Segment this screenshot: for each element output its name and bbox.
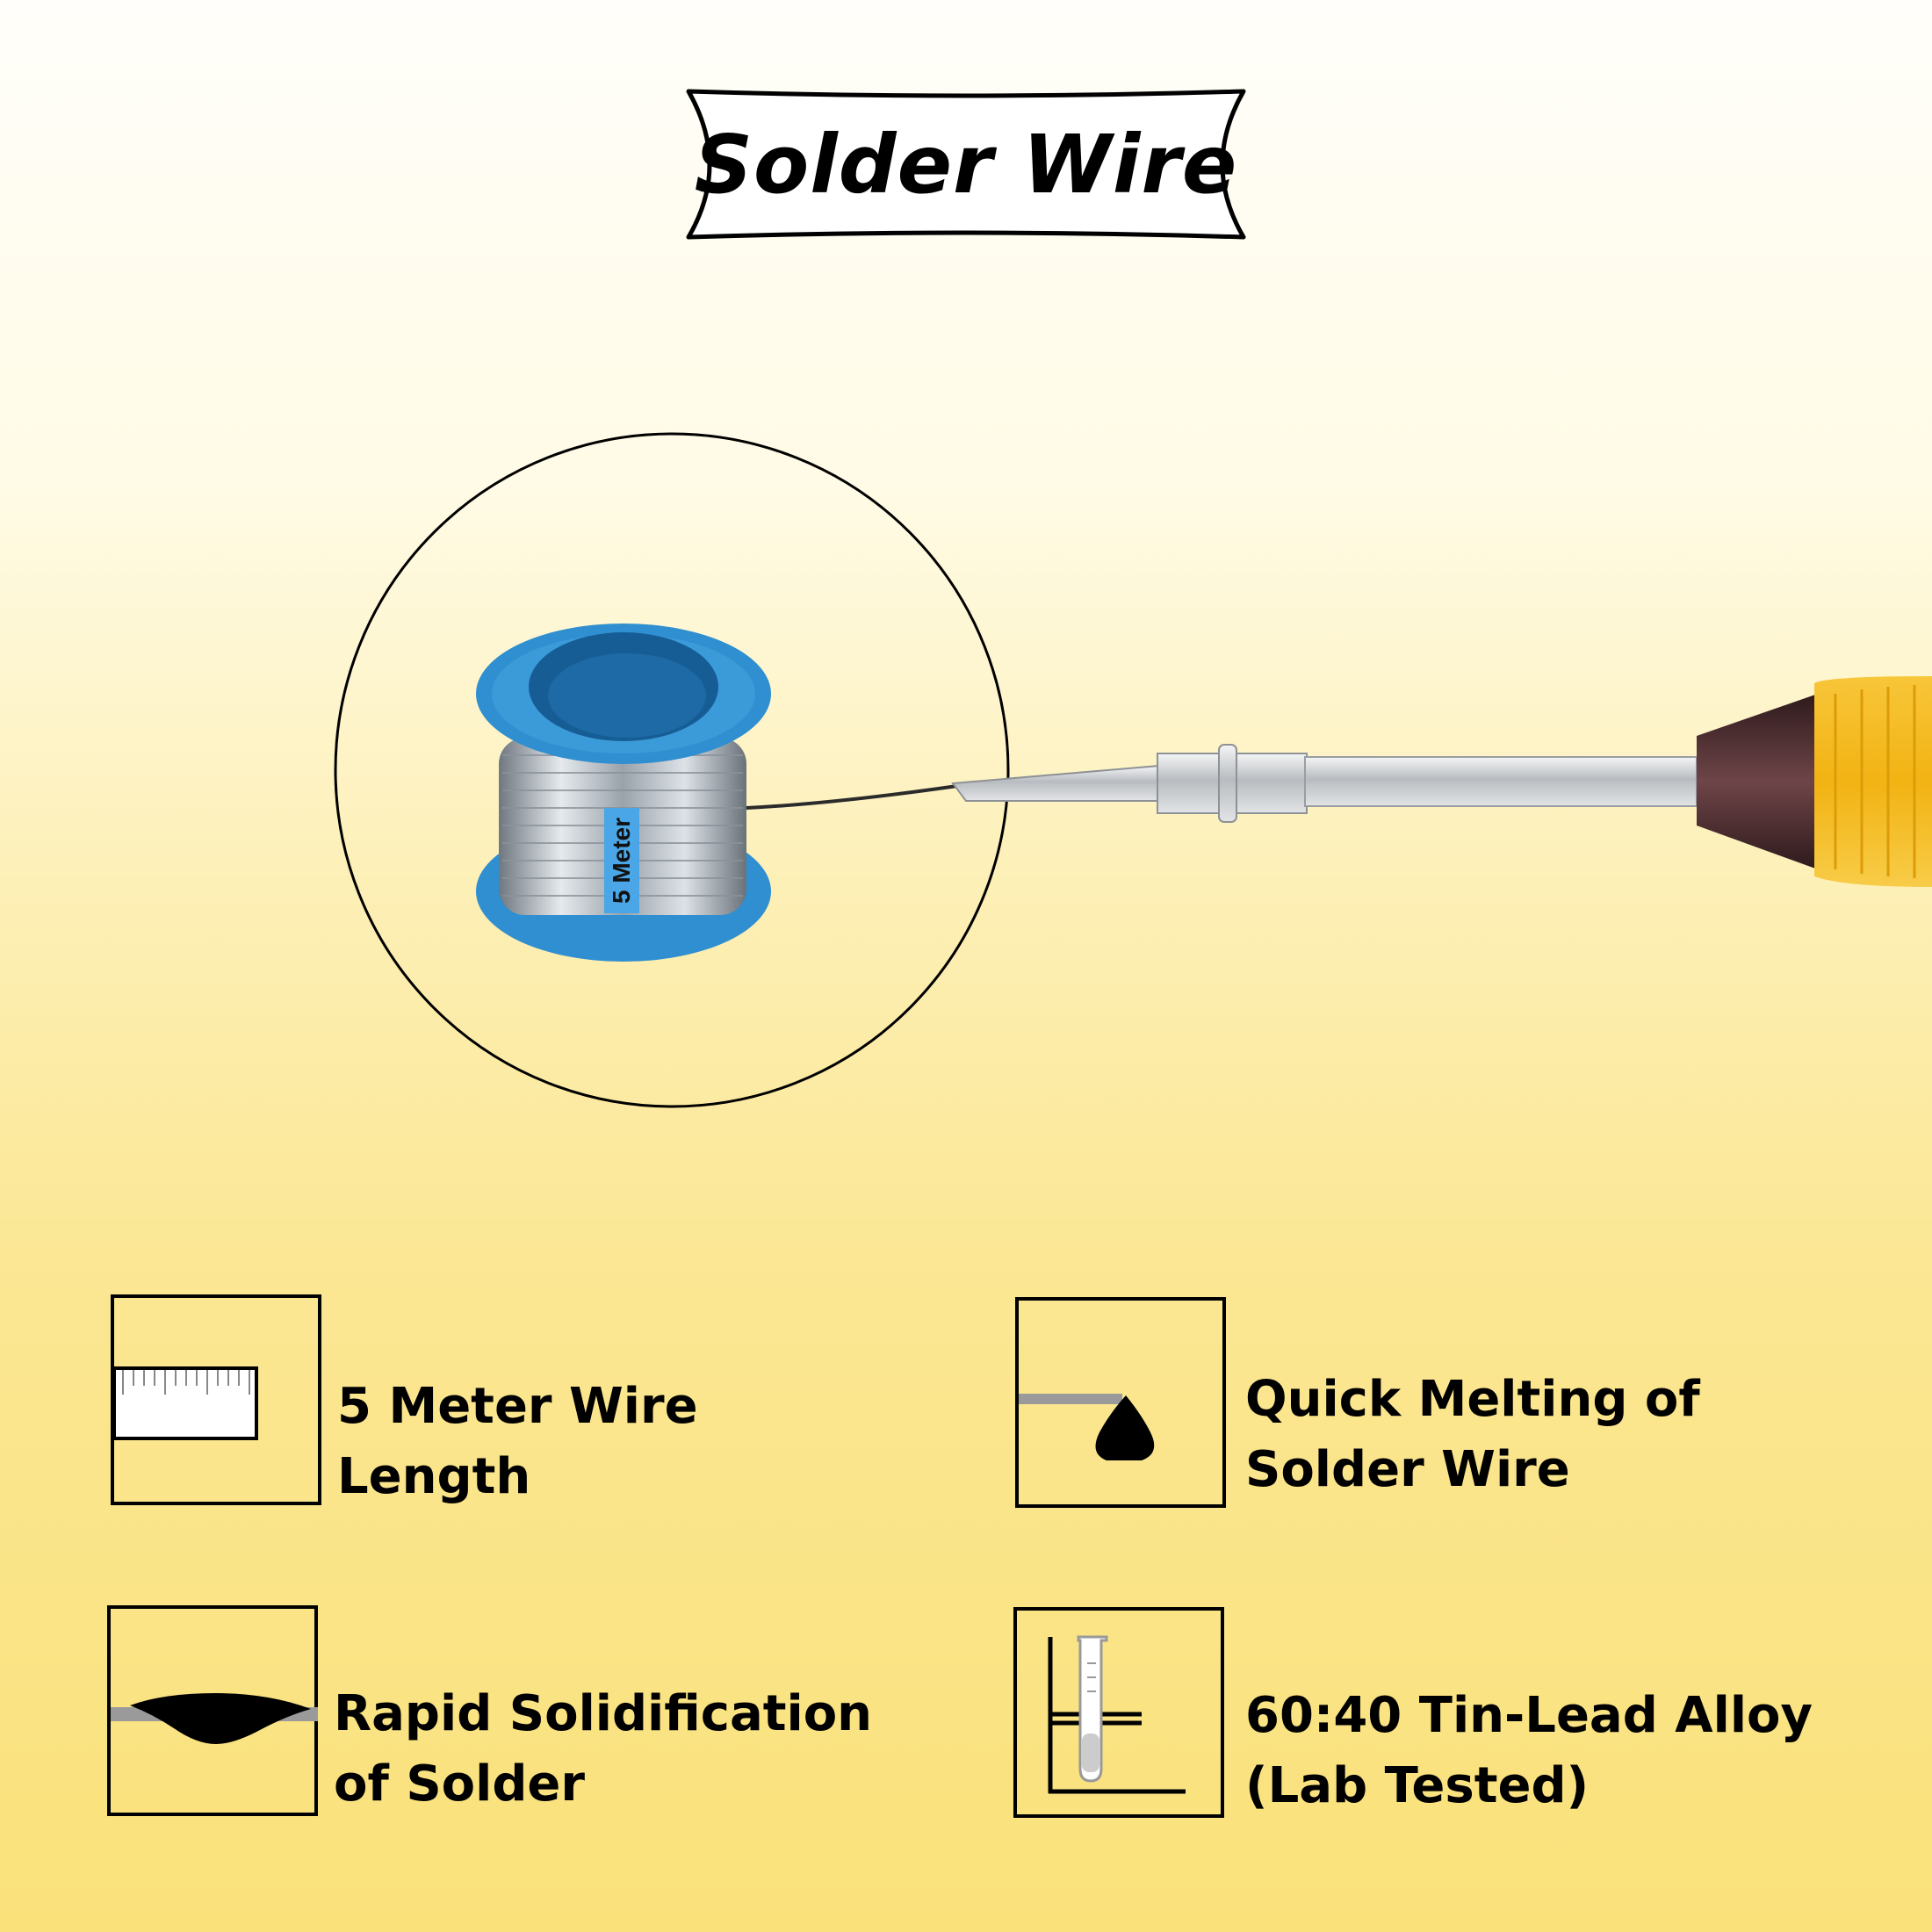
spool-frame-circle — [334, 432, 1010, 1108]
feature-quick-melting: Quick Melting of Solder Wire — [1245, 1371, 1700, 1498]
ruler-icon — [114, 1366, 258, 1440]
solidified-solder-icon — [111, 1693, 318, 1744]
spool-and-soldering-iron — [334, 432, 1932, 1108]
title-banner: Solder Wire — [685, 88, 1247, 242]
spool-length-label: 5 Meter — [604, 808, 639, 913]
ribbon-shape — [686, 89, 1246, 240]
feature-solidification-box — [107, 1605, 318, 1816]
page-title: Solder Wire — [694, 118, 1238, 212]
product-illustration: 5 Meter — [0, 422, 1932, 1124]
test-tube-icon — [1048, 1635, 1186, 1794]
spool-label-text: 5 Meter — [608, 817, 636, 905]
feature-tin-lead-alloy: 60:40 Tin-Lead Alloy (Lab Tested) — [1245, 1687, 1813, 1814]
melting-drop-icon — [1019, 1394, 1155, 1460]
feature-alloy-box — [1013, 1607, 1224, 1818]
feature-rapid-solidification: Rapid Solidification of Solder — [334, 1685, 873, 1813]
feature-wire-length: 5 Meter Wire Length — [337, 1378, 698, 1505]
feature-melting-box — [1015, 1297, 1226, 1508]
feature-ruler-box — [111, 1294, 321, 1505]
